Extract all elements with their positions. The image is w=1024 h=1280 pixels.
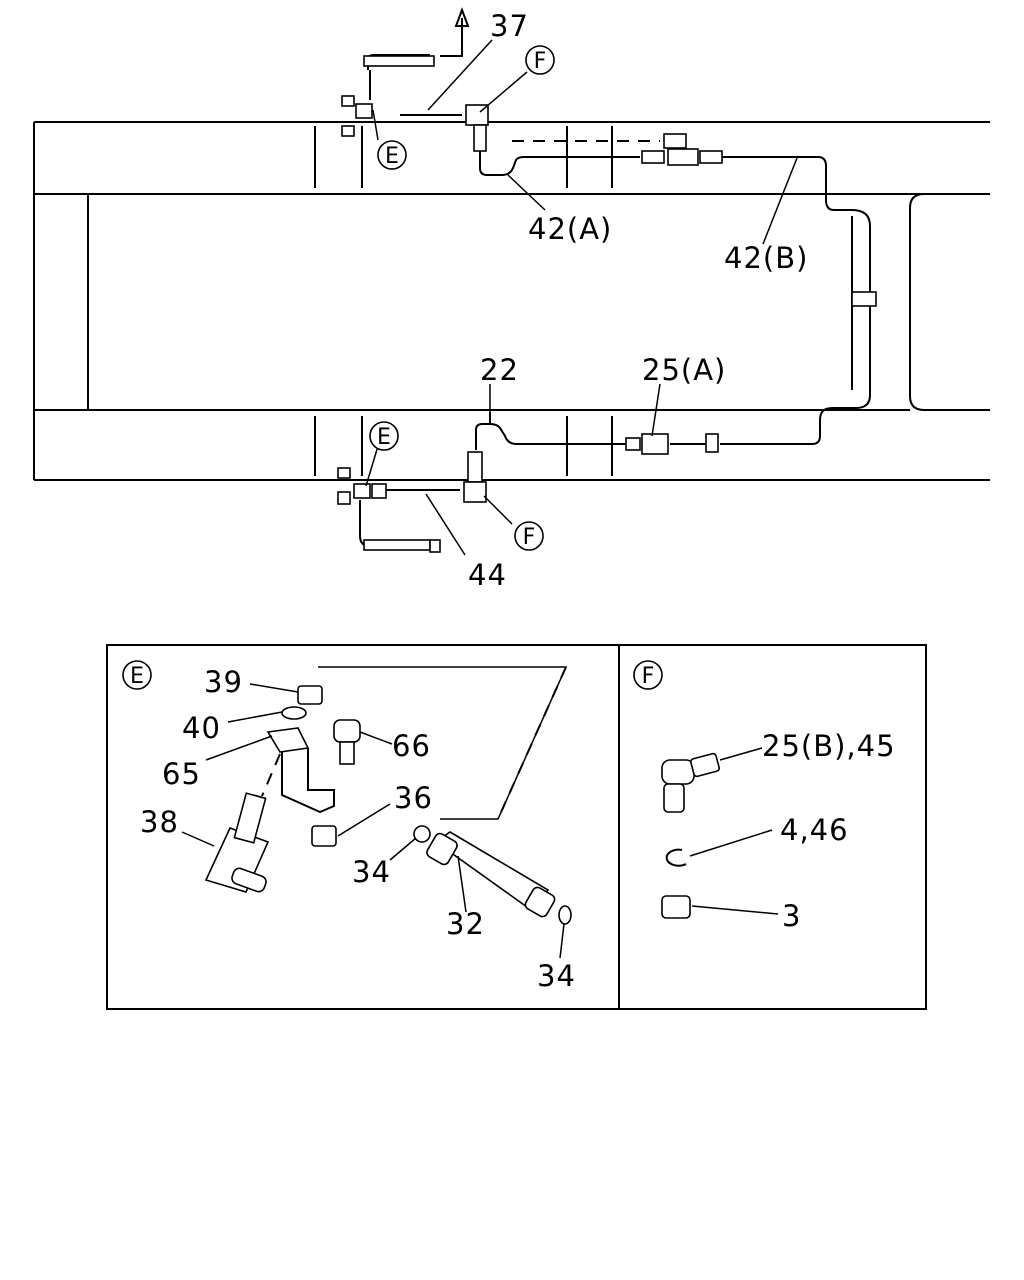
hose-lower xyxy=(363,539,431,551)
part-66-bolt xyxy=(333,719,361,743)
part-4-46-clip xyxy=(665,848,687,867)
detail-e-tag-circle xyxy=(122,660,152,690)
callout-circle-f-bottom xyxy=(514,521,544,551)
part-40-washer xyxy=(281,706,307,720)
label-66: 66 xyxy=(392,729,431,763)
label-34-b: 34 xyxy=(537,959,576,993)
callout-circle-f-top xyxy=(525,45,555,75)
detail-e-panel: E xyxy=(122,660,572,959)
chassis-frame xyxy=(33,121,990,481)
callout-circle-e-top xyxy=(377,140,407,170)
clip-rear xyxy=(851,291,877,307)
detail-f-tag: F xyxy=(642,664,655,689)
tee-fitting-bottom xyxy=(463,481,487,503)
part-34-washer-a xyxy=(413,825,431,843)
leader-lines-main xyxy=(365,39,798,556)
detail-f-panel: F xyxy=(633,660,779,919)
union-upper xyxy=(667,148,699,166)
label-40: 40 xyxy=(182,711,221,745)
hose-upper xyxy=(363,55,435,67)
callout-circle-e-bottom xyxy=(369,421,399,451)
label-39: 39 xyxy=(204,665,243,699)
callout-42a: 42(A) xyxy=(528,212,612,246)
callout-25a: 25(A) xyxy=(642,353,726,387)
part-39-nut xyxy=(297,685,323,705)
label-4-46: 4,46 xyxy=(780,813,849,847)
callout-42b: 42(B) xyxy=(724,241,808,275)
callout-f-bottom: F xyxy=(523,525,536,550)
detail-frame xyxy=(106,644,927,1010)
callout-22: 22 xyxy=(480,353,519,387)
callout-e-bottom: E xyxy=(377,425,391,450)
label-36: 36 xyxy=(394,781,433,815)
label-65: 65 xyxy=(162,757,201,791)
brake-piping xyxy=(337,7,877,553)
part-25b-tee xyxy=(661,759,695,785)
callout-f-top: F xyxy=(534,49,547,74)
callout-e-top: E xyxy=(385,144,399,169)
detail-f-tag-circle xyxy=(633,660,663,690)
detail-e-tag: E xyxy=(130,664,144,689)
label-3: 3 xyxy=(782,899,801,933)
arrow-up-icon xyxy=(454,7,470,27)
fitting-upper-a xyxy=(663,133,687,149)
label-38: 38 xyxy=(140,805,179,839)
tee-25a xyxy=(641,433,669,455)
label-34-a: 34 xyxy=(352,855,391,889)
part-3-nut xyxy=(661,895,691,919)
label-25b-45: 25(B),45 xyxy=(762,729,896,763)
part-34-washer-b xyxy=(558,905,572,925)
label-32: 32 xyxy=(446,907,485,941)
part-65-bracket xyxy=(266,727,310,753)
callout-44: 44 xyxy=(468,558,507,592)
callout-37: 37 xyxy=(490,9,529,43)
part-36-nut xyxy=(311,825,337,847)
